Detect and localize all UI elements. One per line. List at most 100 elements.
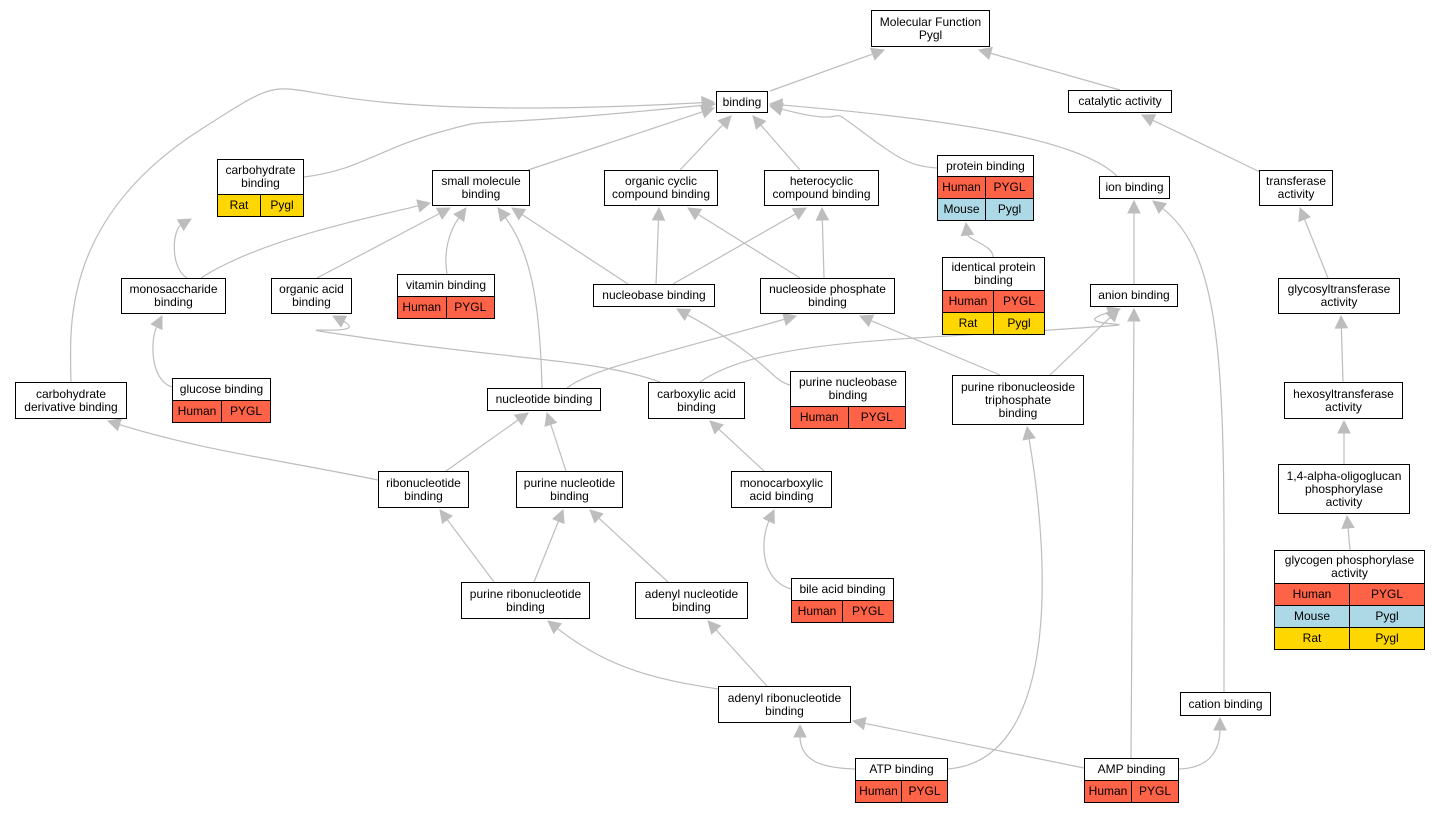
edge-adenyl-ribonucleotide-binding-to-adenyl-nucleotide-binding bbox=[714, 628, 768, 687]
node-label: anion binding bbox=[1098, 288, 1170, 302]
node-label: organic acid binding bbox=[279, 282, 344, 309]
arrowhead bbox=[1152, 200, 1168, 215]
arrowhead bbox=[1105, 308, 1120, 323]
arrowhead bbox=[651, 206, 666, 221]
arrowhead bbox=[547, 620, 563, 635]
node-molecular-function[interactable]: Molecular Function Pygl bbox=[871, 10, 990, 47]
arrowhead bbox=[960, 221, 975, 237]
gene-cell: PYGL bbox=[901, 781, 947, 802]
edge-carbohydrate-derivative-binding-to-binding bbox=[69, 88, 704, 383]
node-ion-binding[interactable]: ion binding bbox=[1099, 176, 1170, 199]
arrowhead bbox=[589, 509, 604, 524]
node-carbohydrate-derivative-binding[interactable]: carbohydrate derivative binding bbox=[15, 382, 127, 419]
edge-cation-binding-to-ion-binding bbox=[1161, 207, 1225, 693]
node-heterocyclic-compound-binding[interactable]: heterocyclic compound binding bbox=[764, 170, 879, 206]
node-monocarboxylic-acid-binding[interactable]: monocarboxylic acid binding bbox=[731, 471, 832, 508]
gene-cell: PYGL bbox=[221, 401, 270, 422]
node-label: identical protein binding bbox=[951, 260, 1036, 287]
edge-purine-ribonucleotide-binding-to-purine-nucleotide-binding bbox=[533, 519, 560, 583]
node-binding[interactable]: binding bbox=[716, 91, 768, 113]
edge-catalytic-activity-to-molecular-function bbox=[989, 52, 1121, 91]
edge-organic-cyclic-compound-binding-to-binding bbox=[679, 123, 724, 171]
species-cell: Rat bbox=[958, 316, 978, 330]
node-label: AMP binding bbox=[1097, 762, 1166, 776]
node-organic-cyclic-compound-binding[interactable]: organic cyclic compound binding bbox=[604, 170, 718, 206]
node-label: 1,4-alpha-oligoglucan phosphorylase acti… bbox=[1286, 468, 1402, 509]
node-glycosyltransferase-activity[interactable]: glycosyltransferase activity bbox=[1278, 278, 1400, 314]
node-label: protein binding bbox=[946, 158, 1025, 173]
node-ribonucleotide-binding[interactable]: ribonucleotide binding bbox=[378, 471, 469, 508]
species-cell: Human bbox=[177, 404, 217, 418]
arrowhead bbox=[1341, 514, 1355, 530]
species-cell: Rat bbox=[229, 198, 249, 212]
edge-protein-binding-to-binding bbox=[780, 108, 938, 169]
node-label: purine nucleobase binding bbox=[798, 375, 898, 402]
arrowhead bbox=[815, 206, 830, 221]
node-nucleotide-binding[interactable]: nucleotide binding bbox=[487, 388, 601, 411]
node-small-molecule-binding[interactable]: small molecule binding bbox=[432, 170, 530, 206]
node-oligoglucan-phosphorylase-activity[interactable]: 1,4-alpha-oligoglucan phosphorylase acti… bbox=[1278, 464, 1410, 514]
edge-carbohydrate-binding-to-binding bbox=[303, 104, 705, 178]
node-cation-binding[interactable]: cation binding bbox=[1180, 692, 1271, 716]
edge-heterocyclic-compound-binding-to-binding bbox=[759, 123, 801, 171]
node-adenyl-ribonucleotide-binding[interactable]: adenyl ribonucleotide binding bbox=[718, 686, 851, 723]
node-catalytic-activity[interactable]: catalytic activity bbox=[1068, 90, 1172, 113]
node-purine-ribonucleotide-binding[interactable]: purine ribonucleotide binding bbox=[461, 582, 590, 619]
node-hexosyltransferase-activity[interactable]: hexosyltransferase activity bbox=[1284, 382, 1403, 419]
arrowhead bbox=[511, 207, 527, 221]
node-purine-ribonucleoside-triphosphate-binding[interactable]: purine ribonucleoside triphosphate bindi… bbox=[952, 375, 1084, 425]
node-label: purine ribonucleotide binding bbox=[469, 586, 582, 614]
node-label: monocarboxylic acid binding bbox=[739, 475, 824, 503]
node-label: purine nucleotide binding bbox=[523, 475, 616, 503]
edge-purine-nucleotide-binding-to-nucleotide-binding bbox=[549, 423, 567, 472]
gene-cell: Pygl bbox=[993, 313, 1044, 334]
arrowhead bbox=[699, 105, 716, 119]
node-nucleobase-binding[interactable]: nucleobase binding bbox=[593, 284, 715, 307]
edge-atp-binding-to-purine-ribonucleoside-triphosphate-binding bbox=[947, 437, 1043, 770]
gene-cell: PYGL bbox=[1349, 584, 1424, 605]
node-anion-binding[interactable]: anion binding bbox=[1090, 284, 1178, 307]
arrowhead bbox=[416, 199, 432, 213]
gene-cell: PYGL bbox=[993, 291, 1044, 312]
arrowhead bbox=[1140, 114, 1157, 127]
arrowhead bbox=[150, 315, 163, 331]
annotation-row-rat: Rat Pygl bbox=[943, 312, 1044, 334]
edge-ion-binding-to-binding bbox=[780, 104, 1118, 177]
arrowhead bbox=[497, 207, 511, 223]
node-monosaccharide-binding[interactable]: monosaccharide binding bbox=[121, 278, 226, 314]
species-cell: Human bbox=[948, 294, 988, 308]
node-purine-nucleotide-binding[interactable]: purine nucleotide binding bbox=[516, 471, 623, 508]
arrowhead bbox=[1127, 199, 1141, 214]
node-label: nucleoside phosphate binding bbox=[769, 282, 886, 309]
species-cell: Human bbox=[1088, 784, 1128, 798]
edge-carboxylic-acid-binding-to-anion-binding bbox=[699, 311, 1120, 383]
node-organic-acid-binding[interactable]: organic acid binding bbox=[271, 278, 352, 314]
arrowhead bbox=[858, 314, 875, 328]
gene-cell: Pygl bbox=[1349, 628, 1424, 649]
arrowhead bbox=[435, 207, 451, 220]
edge-amp-binding-to-adenyl-ribonucleotide-binding bbox=[863, 722, 1085, 769]
arrowhead bbox=[762, 508, 775, 525]
arrowhead bbox=[676, 308, 692, 321]
node-adenyl-nucleotide-binding[interactable]: adenyl nucleotide binding bbox=[635, 582, 748, 619]
node-transferase-activity[interactable]: transferase activity bbox=[1259, 170, 1333, 206]
edge-purine-ribonucleoside-triphosphate-binding-to-nucleoside-phosphate-binding bbox=[869, 319, 1001, 376]
arrowhead bbox=[176, 218, 192, 232]
node-label: bile acid binding bbox=[799, 582, 886, 596]
node-carboxylic-acid-binding[interactable]: carboxylic acid binding bbox=[648, 382, 745, 419]
node-nucleoside-phosphate-binding[interactable]: nucleoside phosphate binding bbox=[760, 278, 895, 314]
